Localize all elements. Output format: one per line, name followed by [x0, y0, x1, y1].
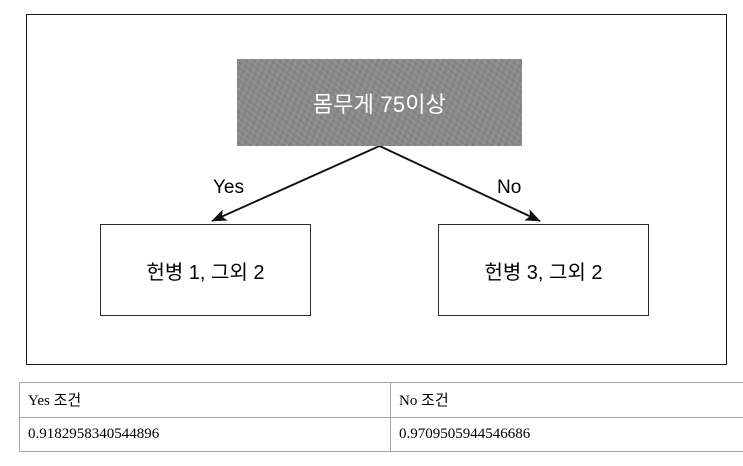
decision-tree-panel: 몸무게 75이상 Yes No 헌병 1, 그외 2 헌병 3, 그외 2 — [26, 14, 727, 365]
leaf-node-yes[interactable]: 헌병 1, 그외 2 — [100, 224, 311, 316]
edge-line-yes — [211, 145, 380, 222]
table-header-yes: Yes 조건 — [19, 382, 391, 418]
table-cell-yes-value: 0.9182958340544896 — [19, 417, 391, 452]
leaf-node-no[interactable]: 헌병 3, 그외 2 — [438, 224, 649, 316]
edge-label-yes: Yes — [213, 177, 244, 198]
tree-edges-svg — [211, 145, 541, 222]
table-header-row: Yes 조건 No 조건 — [19, 382, 743, 418]
condition-table: Yes 조건 No 조건 0.9182958340544896 0.970950… — [19, 382, 743, 452]
table-row: 0.9182958340544896 0.9709505944546686 — [19, 417, 743, 452]
root-node[interactable]: 몸무게 75이상 — [237, 59, 522, 146]
table-header-no: No 조건 — [390, 382, 743, 418]
leaf-node-no-label: 헌병 3, 그외 2 — [484, 261, 603, 284]
edge-line-no — [379, 145, 541, 222]
root-node-label: 몸무게 75이상 — [312, 91, 447, 117]
table-cell-no-value: 0.9709505944546686 — [390, 417, 743, 452]
leaf-node-yes-label: 헌병 1, 그외 2 — [146, 261, 265, 284]
edge-label-no: No — [497, 177, 522, 198]
